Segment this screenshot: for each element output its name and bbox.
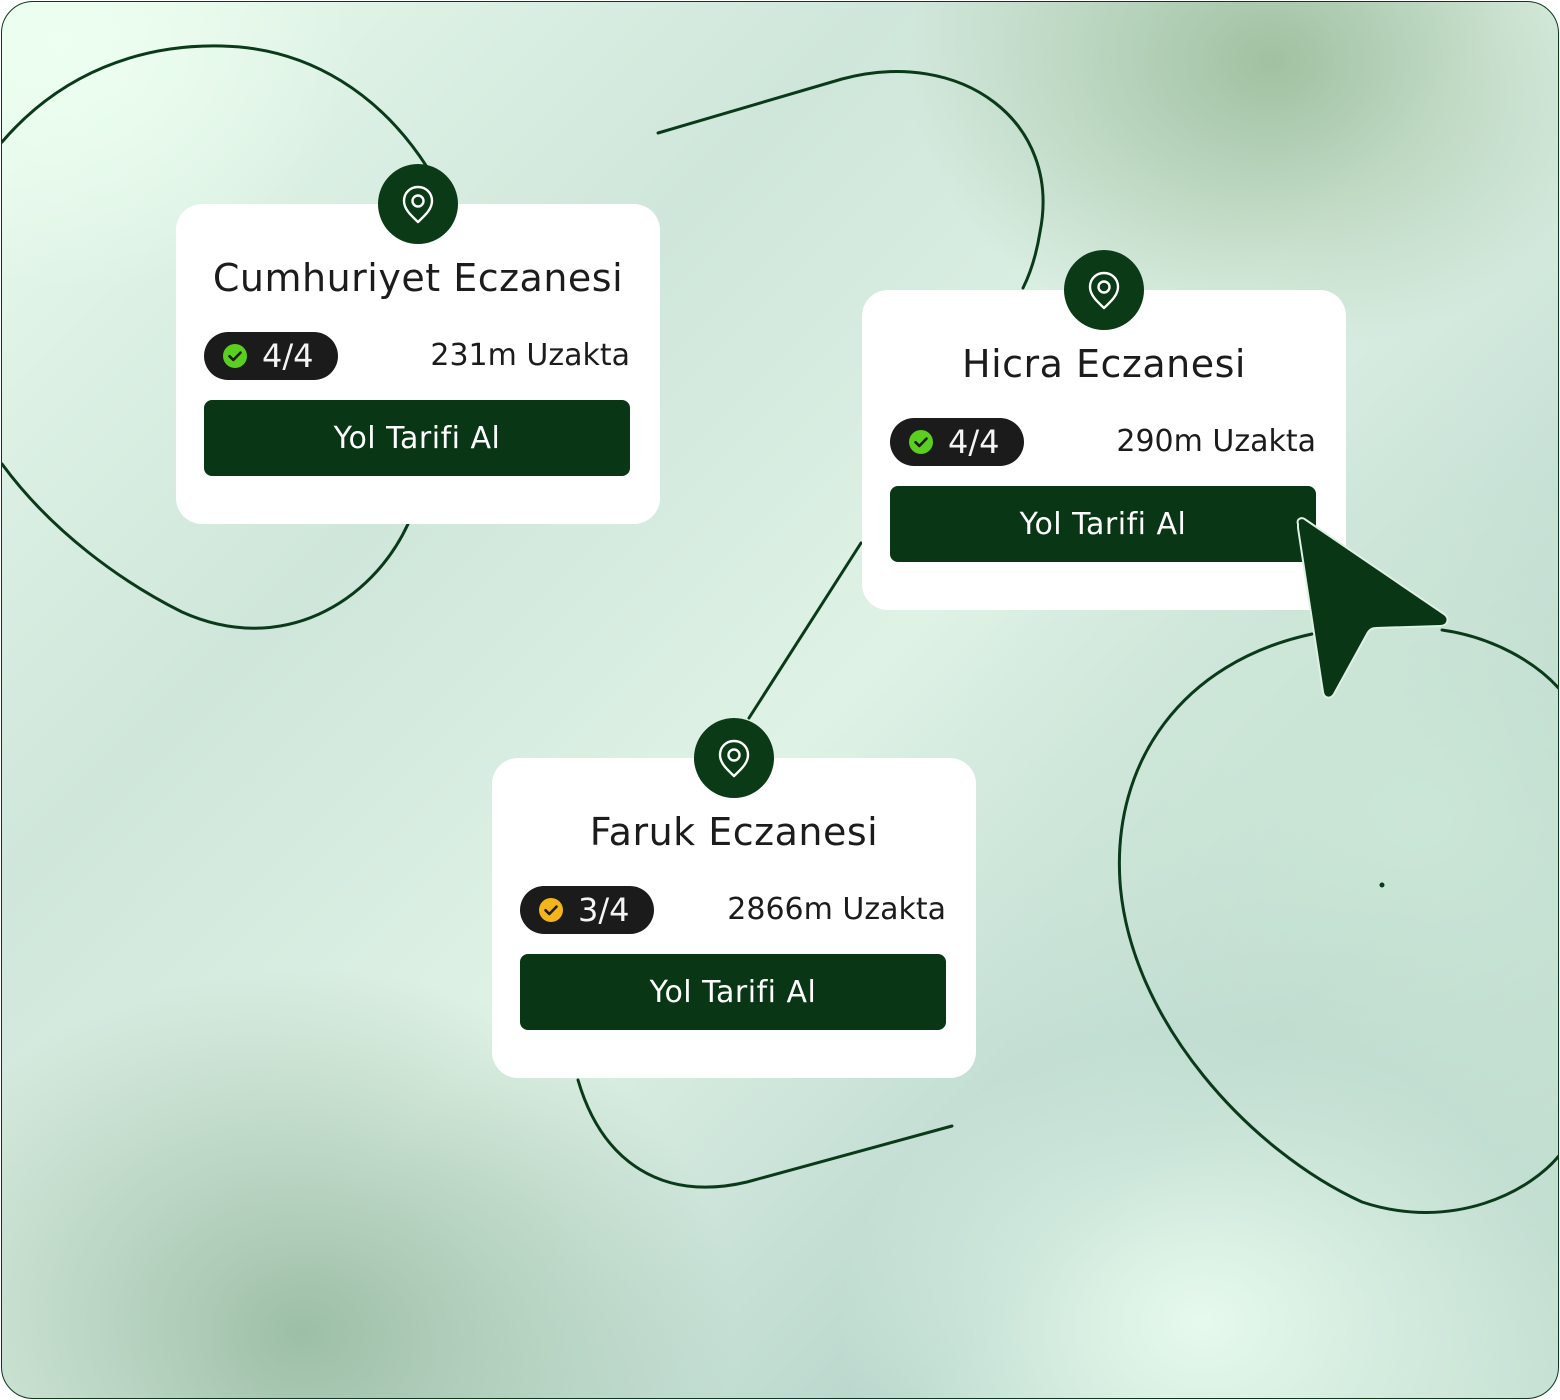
pharmacy-card-hicra: Hicra Eczanesi 4/4 290m Uzakta Yol Tarif… — [862, 250, 1346, 610]
check-circle-green-icon — [909, 430, 933, 454]
get-directions-button[interactable]: Yol Tarifi Al — [890, 486, 1316, 562]
map-pin-icon — [1064, 250, 1144, 330]
map-pin-icon — [694, 718, 774, 798]
distance-label: 231m Uzakta — [430, 338, 630, 373]
pharmacy-card-faruk: Faruk Eczanesi 3/4 2866m Uzakta Yol Tari… — [492, 718, 976, 1078]
get-directions-button[interactable]: Yol Tarifi Al — [520, 954, 946, 1030]
check-circle-green-icon — [223, 344, 247, 368]
route-line-bottom — [576, 1078, 954, 1189]
stock-badge: 4/4 — [890, 418, 1024, 466]
route-line-right-top — [1440, 628, 1558, 690]
stock-badge: 3/4 — [520, 886, 654, 934]
route-line-right-loop — [1117, 632, 1558, 1214]
route-line-left-curve — [2, 462, 410, 630]
get-directions-button[interactable]: Yol Tarifi Al — [204, 400, 630, 476]
distance-label: 2866m Uzakta — [727, 892, 946, 927]
check-circle-yellow-icon — [539, 898, 563, 922]
pharmacy-name: Faruk Eczanesi — [589, 810, 879, 854]
navigation-arrow-cursor-icon — [1296, 517, 1449, 699]
distance-label: 290m Uzakta — [1116, 424, 1316, 459]
map-pin-icon — [378, 164, 458, 244]
stock-count: 4/4 — [948, 423, 1000, 461]
stock-badge: 4/4 — [204, 332, 338, 380]
map-dot — [1379, 882, 1385, 888]
stock-count: 4/4 — [262, 337, 314, 375]
route-line-top-left — [2, 44, 429, 169]
pharmacy-card-cumhuriyet: Cumhuriyet Eczanesi 4/4 231m Uzakta Yol … — [176, 164, 660, 524]
route-line-connector — [747, 541, 863, 720]
pharmacy-name: Hicra Eczanesi — [962, 342, 1246, 386]
pharmacy-name: Cumhuriyet Eczanesi — [212, 256, 624, 300]
stock-count: 3/4 — [578, 891, 630, 929]
route-line-top-arc — [656, 70, 1045, 290]
